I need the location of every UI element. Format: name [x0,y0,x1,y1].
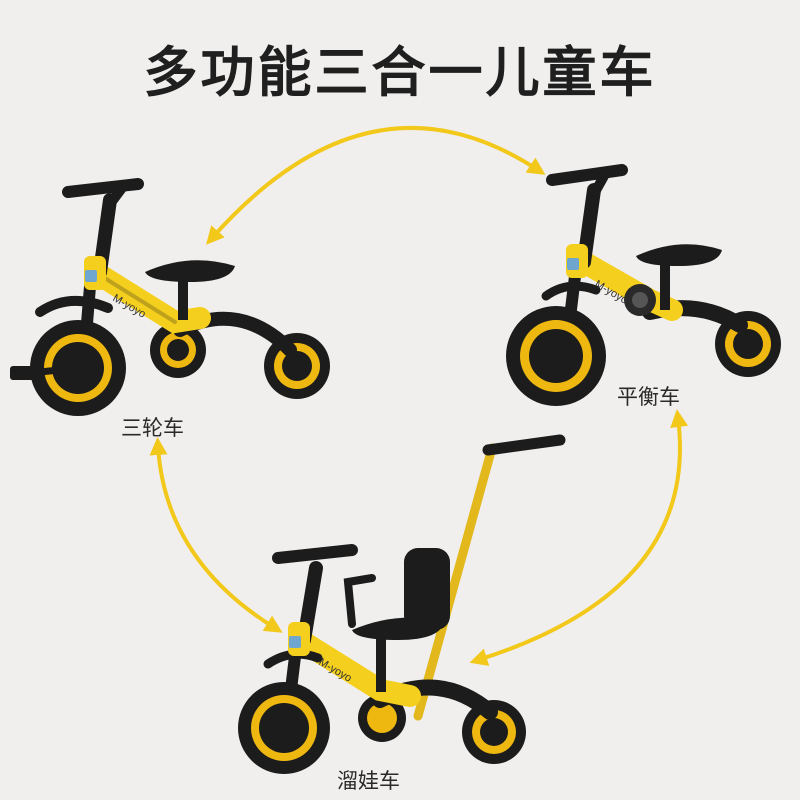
balance-bike: M-yoyo [506,164,781,406]
arrow-tricycle-balance [206,125,546,245]
label-balance-bike: 平衡车 [617,385,680,409]
label-tricycle: 三轮车 [121,416,184,440]
transform-arrows [149,125,689,666]
tricycle-bike: M-yoyo [10,178,330,416]
arrow-tricycle-pushcar [149,437,283,633]
push-car-bike: M-yoyo [238,434,566,774]
arrow-balance-pushcar [469,409,689,666]
label-push-car: 溜娃车 [337,769,400,793]
page-title: 多功能三合一儿童车 [143,41,657,104]
